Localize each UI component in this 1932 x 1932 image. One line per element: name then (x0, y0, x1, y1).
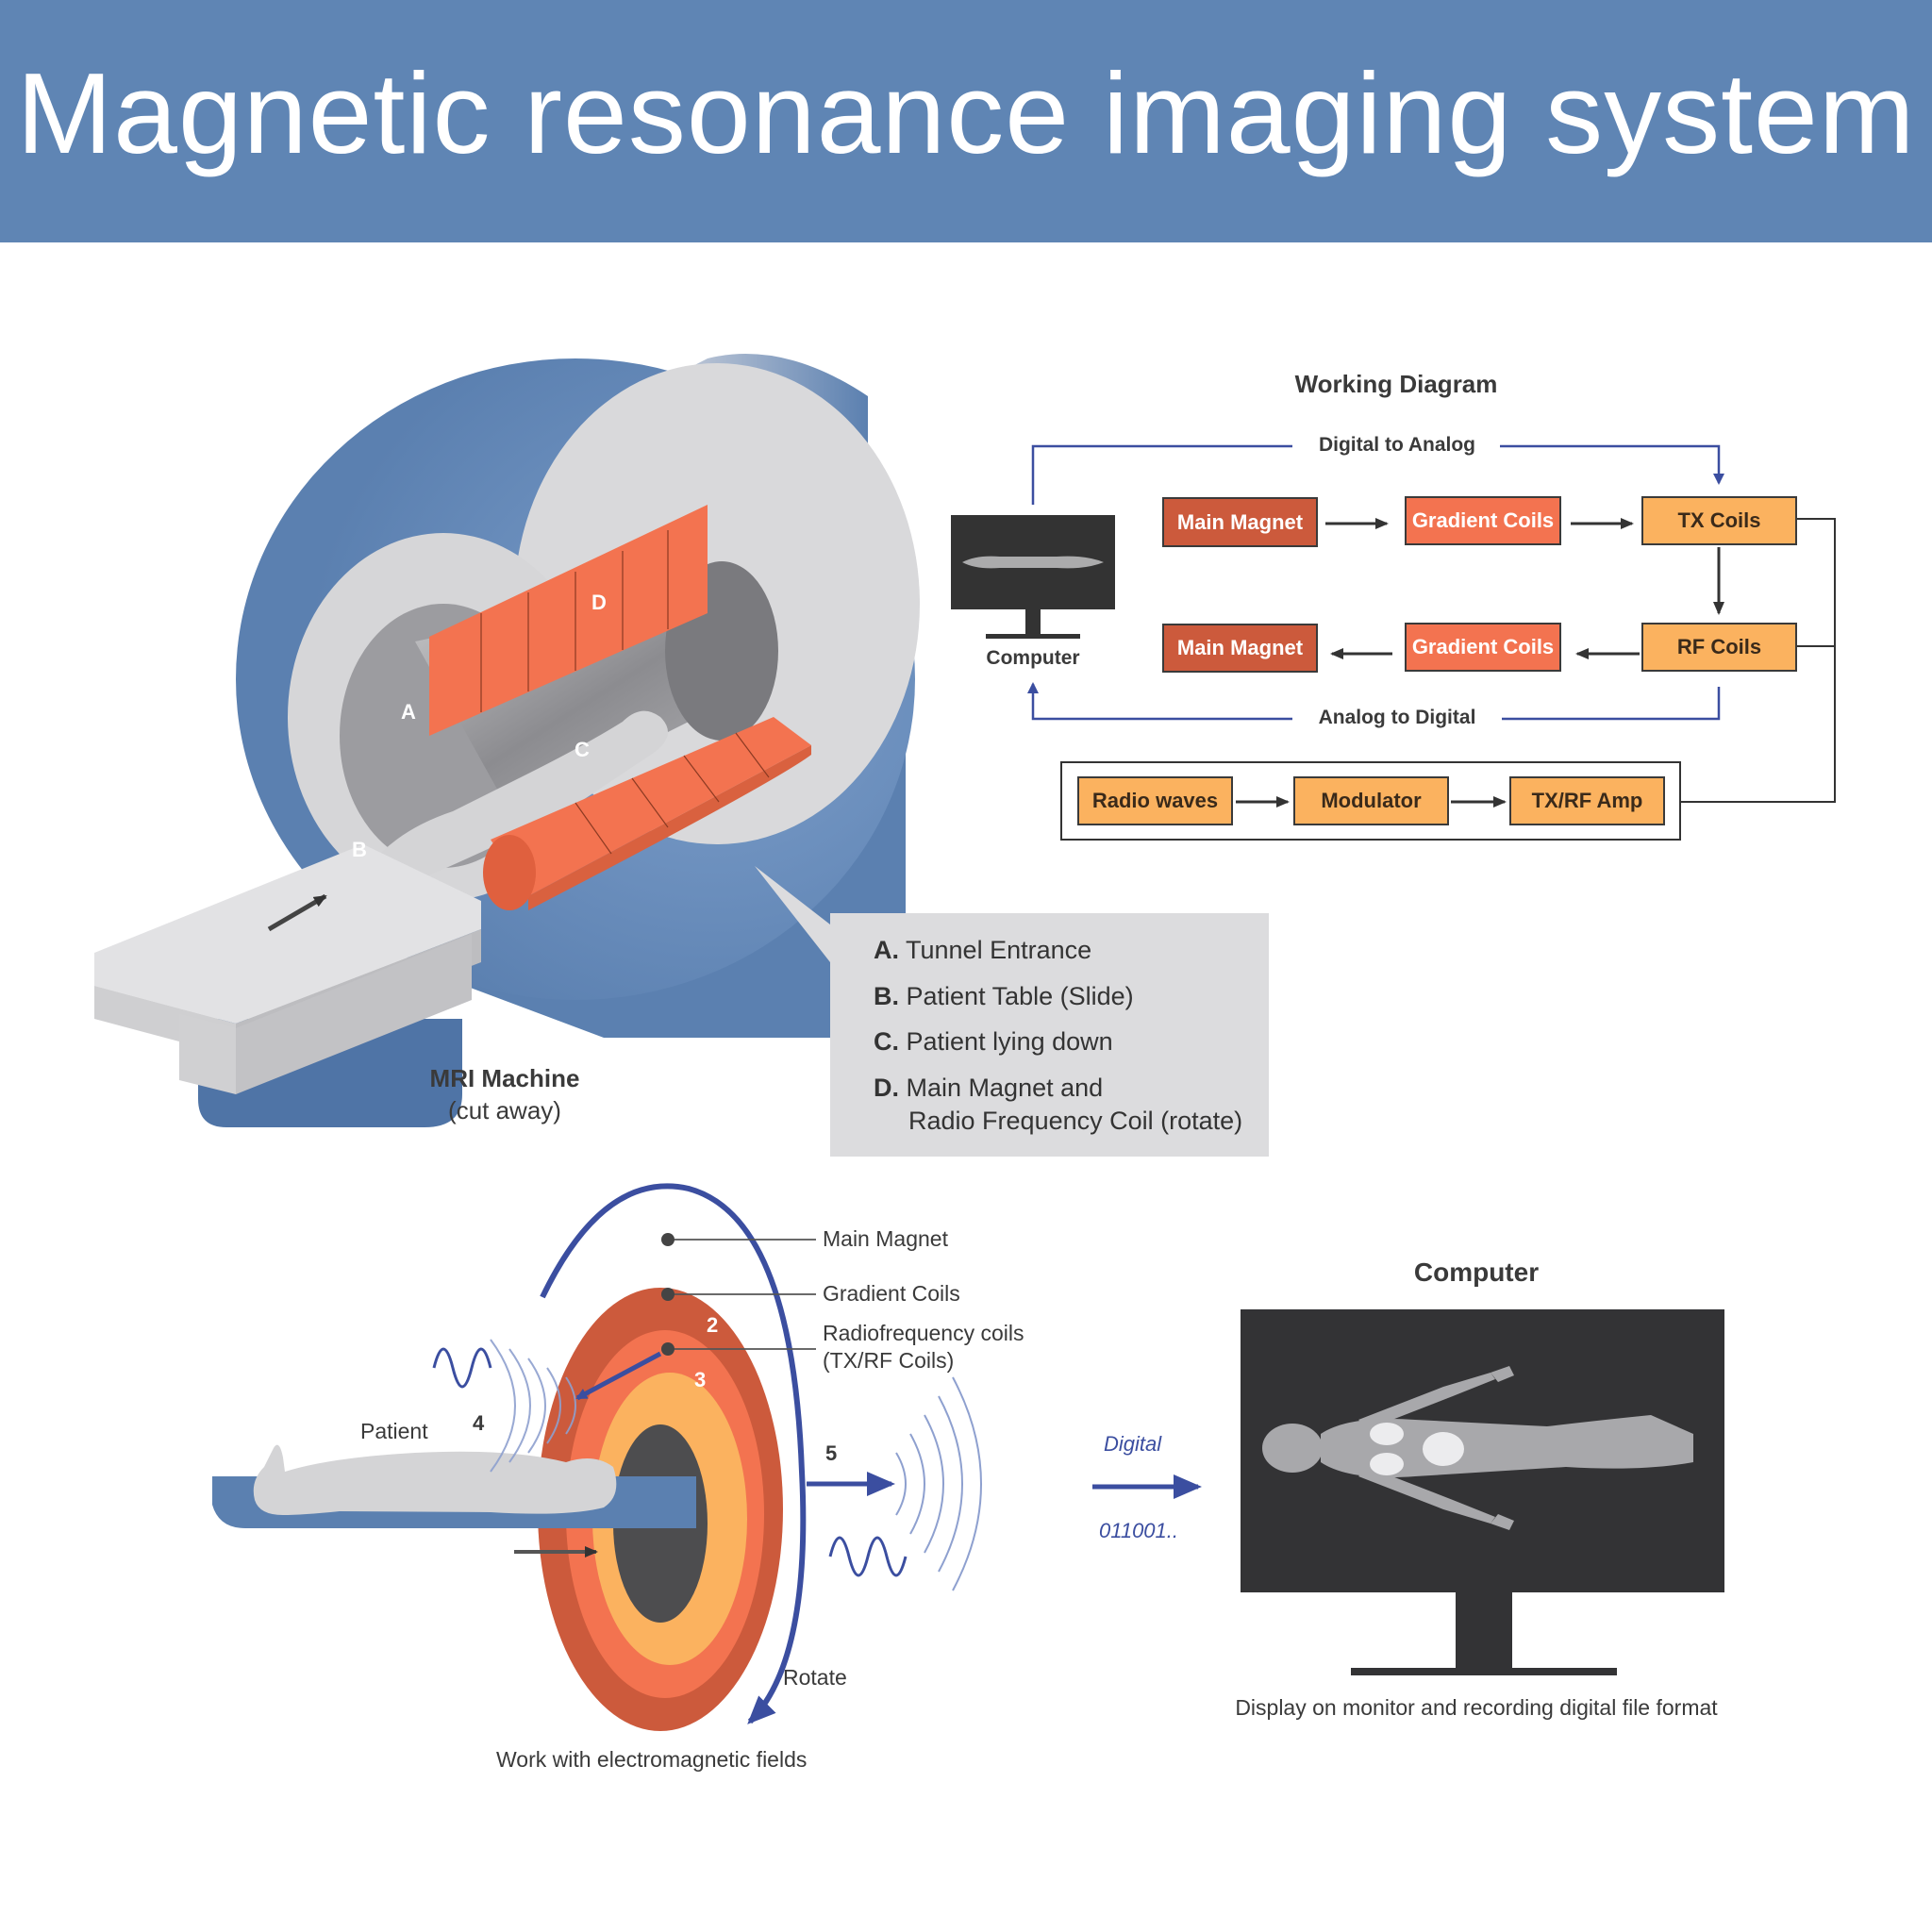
page-title: Magnetic resonance imaging system (16, 49, 1916, 177)
ring-number-2: 2 (707, 1313, 719, 1337)
slide-direction-arrow (267, 893, 327, 932)
signal-chain-frame (1060, 761, 1681, 841)
row3-radio-waves: Radio waves (1077, 776, 1233, 825)
label-rf-coils-line2: (TX/RF Coils) (823, 1348, 955, 1373)
header-banner (0, 0, 1932, 242)
part-letter-d: D (591, 591, 607, 614)
working-diagram-computer-label: Computer (986, 647, 1080, 669)
label-rotate: Rotate (783, 1665, 847, 1690)
step-number-4: 4 (473, 1411, 485, 1435)
digital-label: Digital (1104, 1432, 1162, 1456)
ring-number-1: 1 (715, 1261, 727, 1285)
row1-gradient-coils: Gradient Coils (1405, 496, 1561, 545)
rotate-arrow (540, 1183, 807, 1724)
computer-panel-caption: Display on monitor and recording digital… (1235, 1695, 1718, 1720)
sine-wave-out (828, 1536, 908, 1577)
digital-to-analog-label: Digital to Analog (1294, 434, 1500, 457)
legend-item-d-continuation: Radio Frequency Coil (rotate) (908, 1107, 1243, 1135)
label-patient: Patient (360, 1419, 428, 1443)
working-diagram-title: Working Diagram (1294, 370, 1498, 398)
legend-item-a: A. Tunnel Entrance (874, 936, 1092, 964)
top-coil-panel (429, 505, 708, 736)
row2-main-magnet: Main Magnet (1162, 624, 1318, 673)
row2-gradient-coils: Gradient Coils (1405, 623, 1561, 672)
legend-item-b: B. Patient Table (Slide) (874, 982, 1134, 1010)
mri-machine-illustration (94, 354, 920, 1127)
label-gradient-coils: Gradient Coils (823, 1281, 960, 1306)
outgoing-wave-arcs (895, 1376, 982, 1591)
computer-monitor (1241, 1309, 1724, 1675)
legend-panel (830, 913, 1269, 1157)
row2-rf-coils: RF Coils (1641, 623, 1797, 672)
binary-stream-label: 011001.. (1099, 1519, 1179, 1542)
part-letter-c: C (575, 738, 590, 761)
patient-table (94, 844, 481, 1024)
legend-item-d: D. Main Magnet and (874, 1074, 1104, 1102)
incoming-wave-arcs (490, 1339, 576, 1473)
label-main-magnet: Main Magnet (823, 1226, 948, 1251)
legend-item-c: C. Patient lying down (874, 1027, 1113, 1056)
analog-to-digital-label: Analog to Digital (1294, 707, 1500, 729)
row3-modulator: Modulator (1293, 776, 1449, 825)
sine-wave-in (432, 1347, 492, 1389)
monitor-neck (1456, 1592, 1512, 1670)
patient-lying (253, 1444, 617, 1515)
patient-silhouette (368, 710, 668, 889)
part-letter-a: A (401, 700, 416, 724)
bottom-coil-panel-top (491, 717, 811, 896)
computer-panel-title: Computer (1413, 1257, 1540, 1287)
row1-main-magnet: Main Magnet (1162, 497, 1318, 547)
row1-tx-coils: TX Coils (1641, 496, 1797, 545)
coil-diagram-caption: Work with electromagnetic fields (496, 1747, 808, 1772)
coil-diagram (212, 1183, 982, 1731)
legend-pointer (755, 866, 830, 962)
body-scan-image (1262, 1366, 1693, 1530)
ring-number-3: 3 (694, 1368, 707, 1391)
working-diagram-connectors (1027, 444, 1836, 808)
rf-pulse-arrow (575, 1351, 662, 1401)
label-rf-coils-line1: Radiofrequency coils (823, 1321, 1024, 1345)
machine-caption-title: MRI Machine (429, 1064, 580, 1092)
monitor-stand (1351, 1668, 1617, 1675)
working-diagram-computer-icon (951, 515, 1115, 639)
machine-caption-sub: (cut away) (448, 1096, 561, 1124)
organs (1370, 1423, 1464, 1475)
step-number-5: 5 (825, 1441, 838, 1465)
row3-tx-rf-amp: TX/RF Amp (1509, 776, 1665, 825)
part-letter-b: B (352, 838, 367, 861)
